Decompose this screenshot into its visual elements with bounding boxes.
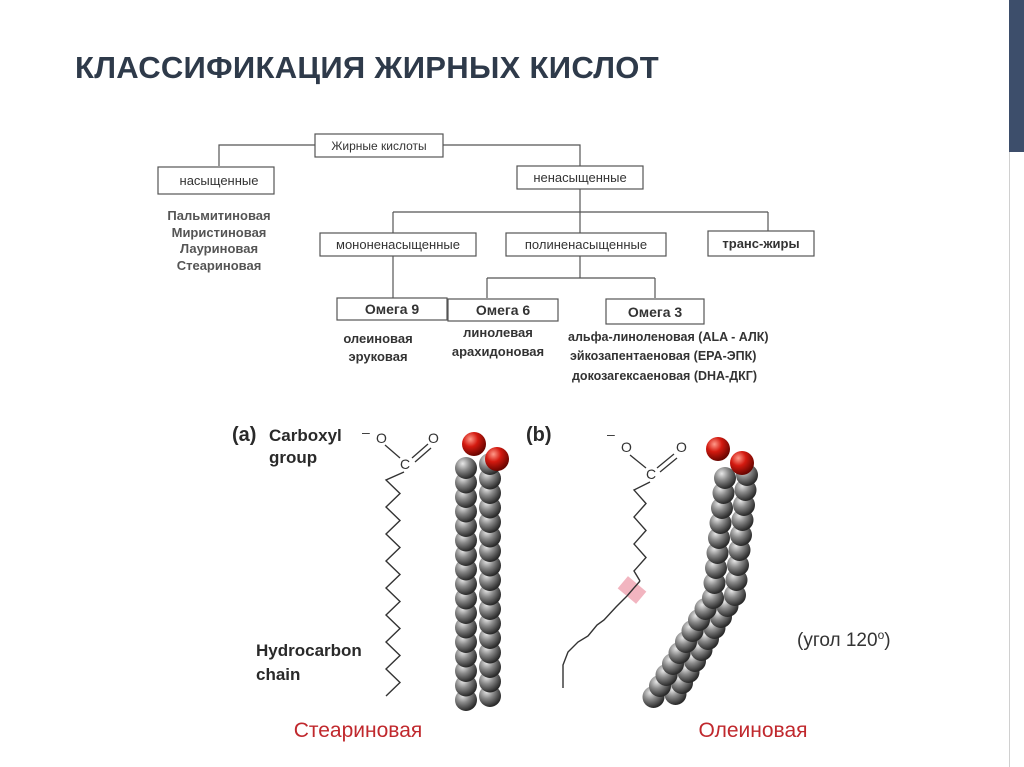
node-box [505, 232, 667, 257]
node-box [605, 298, 705, 325]
oxygen-atom: O [376, 430, 387, 446]
angle-note-close: ) [884, 630, 890, 651]
node-box [157, 166, 275, 195]
node-label: ненасыщенные [533, 170, 626, 185]
node-label: насыщенные [180, 173, 259, 188]
carbon-atom-sphere [455, 457, 477, 479]
list-item: Стеариновая [177, 258, 262, 273]
node-omega3: Омега 3 [605, 298, 705, 325]
list-item: Лауриновая [180, 241, 258, 256]
carboxyl-group-b: – O O C [607, 426, 687, 482]
list-item: эйкозапентаеновая (EPA-ЭПК) [570, 349, 756, 363]
oxygen-atom-sphere [462, 432, 486, 456]
angle-note: (угол 120о) [797, 628, 891, 651]
hydrocarbon-label-line2: chain [256, 665, 300, 684]
stearic-chain-skeleton [384, 471, 405, 697]
carbon-atom-sphere [714, 467, 736, 489]
node-box [516, 165, 644, 190]
carboxyl-label-line2: group [269, 448, 317, 467]
node-label: полиненасыщенные [525, 237, 647, 252]
charge-sign: – [607, 426, 615, 442]
node-saturated: насыщенные [157, 166, 275, 195]
carboxyl-label-line1: Carboxyl [269, 426, 342, 445]
panel-a-label: (a) [232, 424, 256, 446]
list-item: Миристиновая [172, 225, 267, 240]
node-box [319, 232, 477, 257]
carboxyl-group-a: – O O C [362, 424, 439, 472]
omega9-examples: олеиновая эруковая [343, 331, 412, 364]
caption-stearic: Стеариновая [294, 719, 423, 742]
oxygen-atom: O [676, 439, 687, 455]
right-border-line [1009, 152, 1010, 767]
stearic-space-filling-model [455, 432, 509, 711]
node-label: мононенасыщенные [336, 237, 460, 252]
node-box [314, 133, 444, 158]
node-trans-fats: транс-жиры [707, 230, 815, 257]
node-omega9: Омега 9 [336, 297, 448, 321]
oxygen-atom-sphere [706, 437, 730, 461]
node-monounsaturated: мононенасыщенные [319, 232, 477, 257]
node-fatty-acids: Жирные кислоты [314, 133, 444, 158]
node-box [336, 297, 448, 321]
node-label: Омега 3 [628, 304, 683, 320]
node-unsaturated: ненасыщенные [516, 165, 644, 190]
node-label: Жирные кислоты [331, 139, 426, 153]
list-item: альфа-линоленовая (ALA - АЛК) [568, 330, 769, 344]
saturated-examples: Пальмитиновая Миристиновая Лауриновая Ст… [167, 208, 270, 273]
list-item: докозагексаеновая (DHA-ДКГ) [572, 369, 757, 383]
node-label: Омега 6 [476, 302, 531, 318]
oleic-chain-skeleton-upper [632, 481, 651, 582]
oxygen-atom-sphere [730, 451, 754, 475]
omega6-examples: линолевая арахидоновая [452, 325, 544, 359]
accent-bar [1009, 0, 1024, 152]
node-box [447, 298, 559, 322]
panel-b-label: (b) [526, 424, 552, 446]
list-item: Пальмитиновая [167, 208, 270, 223]
carbon-atom: C [646, 466, 656, 482]
oleic-chain-skeleton-lower [562, 595, 628, 688]
oleic-space-filling-model [642, 437, 758, 708]
oxygen-atom: O [621, 439, 632, 455]
carbon-atom: C [400, 456, 410, 472]
node-label: Омега 9 [365, 301, 420, 317]
angle-note-degree: о [878, 628, 885, 642]
oxygen-atom: O [428, 430, 439, 446]
angle-note-text: (угол 120 [797, 630, 878, 651]
node-label: транс-жиры [722, 236, 799, 251]
list-item: арахидоновая [452, 344, 544, 359]
slide-title: КЛАССИФИКАЦИЯ ЖИРНЫХ КИСЛОТ [75, 50, 659, 85]
list-item: эруковая [348, 349, 407, 364]
caption-oleic: Олеиновая [698, 719, 807, 742]
node-polyunsaturated: полиненасыщенные [505, 232, 667, 257]
omega3-examples: альфа-линоленовая (ALA - АЛК) эйкозапент… [568, 330, 769, 383]
node-box [707, 230, 815, 257]
node-omega6: Омега 6 [447, 298, 559, 322]
list-item: линолевая [463, 325, 533, 340]
oxygen-atom-sphere [485, 447, 509, 471]
cis-double-bond [626, 580, 641, 597]
charge-sign: – [362, 424, 370, 440]
tree-connectors [218, 144, 769, 298]
list-item: олеиновая [343, 331, 412, 346]
hydrocarbon-label-line1: Hydrocarbon [256, 641, 362, 660]
